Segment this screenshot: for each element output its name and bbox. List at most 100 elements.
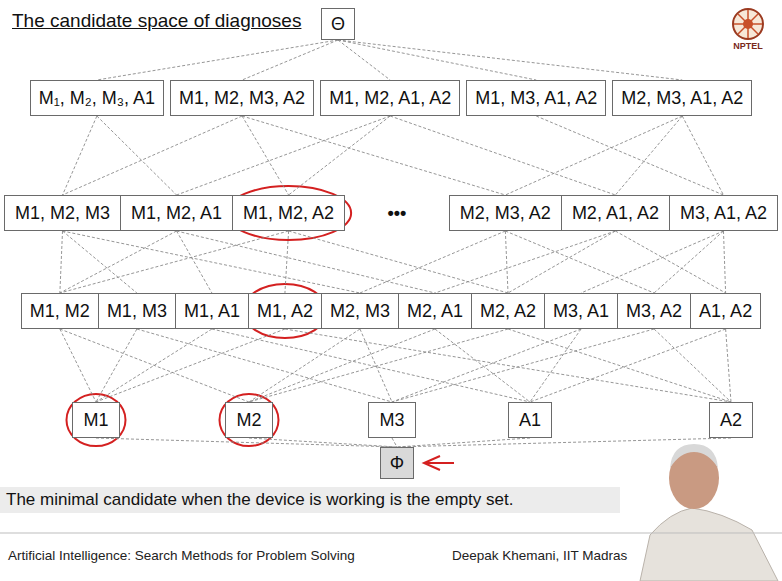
candidate-label: M2, A1 xyxy=(407,300,463,322)
lattice-link xyxy=(63,116,243,195)
lattice-link xyxy=(97,40,338,80)
candidate-box: M2, A1, A2 xyxy=(561,195,670,231)
lattice-link xyxy=(96,438,397,447)
candidate-label: M1, M2, A2 xyxy=(243,202,334,224)
candidate-box: M1, M2, M3, A2 xyxy=(170,80,314,116)
slide-title: The candidate space of diagnoses xyxy=(12,10,301,32)
lattice-link xyxy=(392,329,581,402)
lattice-link xyxy=(508,231,615,293)
candidate-label: M1, M3, A1, A2 xyxy=(475,87,597,109)
candidate-box: M1, M3 xyxy=(98,293,176,329)
candidate-label: M1, M2, M3 xyxy=(15,202,110,224)
candidate-box: M2, M3, A1, A2 xyxy=(612,80,752,116)
candidate-label: Φ xyxy=(390,452,404,474)
red-pointer-arrow xyxy=(424,456,454,470)
candidate-label: M1, M2 xyxy=(30,300,90,322)
candidate-box: M1, A1 xyxy=(175,293,249,329)
candidate-box: M1, M2, A1, A2 xyxy=(320,80,460,116)
lattice-link xyxy=(505,116,682,195)
lattice-link xyxy=(249,329,508,402)
footer-author: Deepak Khemani, IIT Madras xyxy=(452,548,627,563)
candidate-box: M3, A1, A2 xyxy=(669,195,778,231)
lattice-link xyxy=(338,40,682,80)
lattice-link xyxy=(60,231,177,293)
lattice-link xyxy=(581,231,723,293)
candidate-label: A1 xyxy=(519,409,541,431)
candidate-label: M1, M2, A1, A2 xyxy=(329,87,451,109)
lattice-link xyxy=(97,116,177,195)
red-highlight-ring xyxy=(243,284,327,338)
lattice-link xyxy=(397,438,731,447)
presenter-hair xyxy=(670,444,718,468)
candidate-label: M1, A2 xyxy=(257,300,313,322)
candidate-box: M2 xyxy=(225,402,272,438)
candidate-box: M1, M2, A2 xyxy=(232,195,345,231)
lattice-link xyxy=(63,231,360,293)
candidate-label: M1, A1 xyxy=(184,300,240,322)
candidate-box: Φ xyxy=(380,447,414,479)
lattice-link xyxy=(289,231,508,293)
lattice-link xyxy=(508,329,731,402)
candidate-label: M3 xyxy=(379,409,404,431)
lattice-link xyxy=(137,329,392,402)
lattice-link xyxy=(723,231,725,293)
candidate-box: A1 xyxy=(508,402,552,438)
candidate-label: M3, A1 xyxy=(553,300,609,322)
lattice-link xyxy=(60,329,249,402)
lattice-link xyxy=(435,231,615,293)
candidate-label: M2 xyxy=(236,409,261,431)
candidate-label: M3, A1, A2 xyxy=(680,202,767,224)
lattice-link xyxy=(390,116,615,195)
ellipsis-mark: ••• xyxy=(388,203,407,224)
lattice-link xyxy=(60,329,96,402)
logo-text: NPTEL xyxy=(733,41,763,51)
lattice-link xyxy=(530,329,726,402)
lattice-link xyxy=(60,231,63,293)
caption-band: The minimal candidate when the device is… xyxy=(0,487,620,513)
candidate-label: Θ xyxy=(331,13,345,35)
lattice-link xyxy=(249,329,360,402)
presenter-shirt xyxy=(640,508,778,581)
lattice-link xyxy=(285,329,731,402)
lattice-link xyxy=(242,40,338,80)
candidate-box: M1, A2 xyxy=(248,293,322,329)
candidate-label: M2, A2 xyxy=(480,300,536,322)
logo-spokes xyxy=(734,10,762,38)
lattice-link xyxy=(726,329,731,402)
candidate-label: A2 xyxy=(720,409,742,431)
lattice-link xyxy=(392,438,397,447)
lattice-link xyxy=(338,40,390,80)
candidate-box: M₁, M₂, M₃, A1 xyxy=(30,80,164,116)
lattice-link xyxy=(96,329,137,402)
candidate-label: M3, A2 xyxy=(626,300,682,322)
candidate-box: M1, M2, A1 xyxy=(120,195,233,231)
lattice-link xyxy=(249,329,435,402)
candidate-label: M1, M3 xyxy=(107,300,167,322)
lattice-link xyxy=(338,40,536,80)
logo-ring xyxy=(733,9,763,39)
candidate-box: M1, M2, M3 xyxy=(4,195,121,231)
lattice-link xyxy=(249,438,397,447)
lattice-link xyxy=(530,329,581,402)
candidate-label: A1, A2 xyxy=(699,300,752,322)
candidate-label: M₁, M₂, M₃, A1 xyxy=(39,87,155,109)
lattice-link xyxy=(435,329,530,402)
candidate-box: M1, M2 xyxy=(21,293,99,329)
candidate-box: M1 xyxy=(72,402,119,438)
lattice-link xyxy=(212,329,530,402)
lattice-link xyxy=(242,116,505,195)
candidate-box: M3 xyxy=(368,402,415,438)
candidate-box: M2, M3, A2 xyxy=(449,195,562,231)
candidate-box: M3, A1 xyxy=(544,293,618,329)
candidate-label: M1 xyxy=(83,409,108,431)
candidate-box: A2 xyxy=(709,402,753,438)
lattice-link xyxy=(63,116,97,195)
lattice-link xyxy=(505,231,654,293)
lattice-link xyxy=(177,231,435,293)
lattice-link xyxy=(654,231,723,293)
lattice-link xyxy=(177,116,391,195)
candidate-box: M2, M3 xyxy=(321,293,399,329)
candidate-box: M2, A2 xyxy=(471,293,545,329)
lattice-link xyxy=(615,231,725,293)
